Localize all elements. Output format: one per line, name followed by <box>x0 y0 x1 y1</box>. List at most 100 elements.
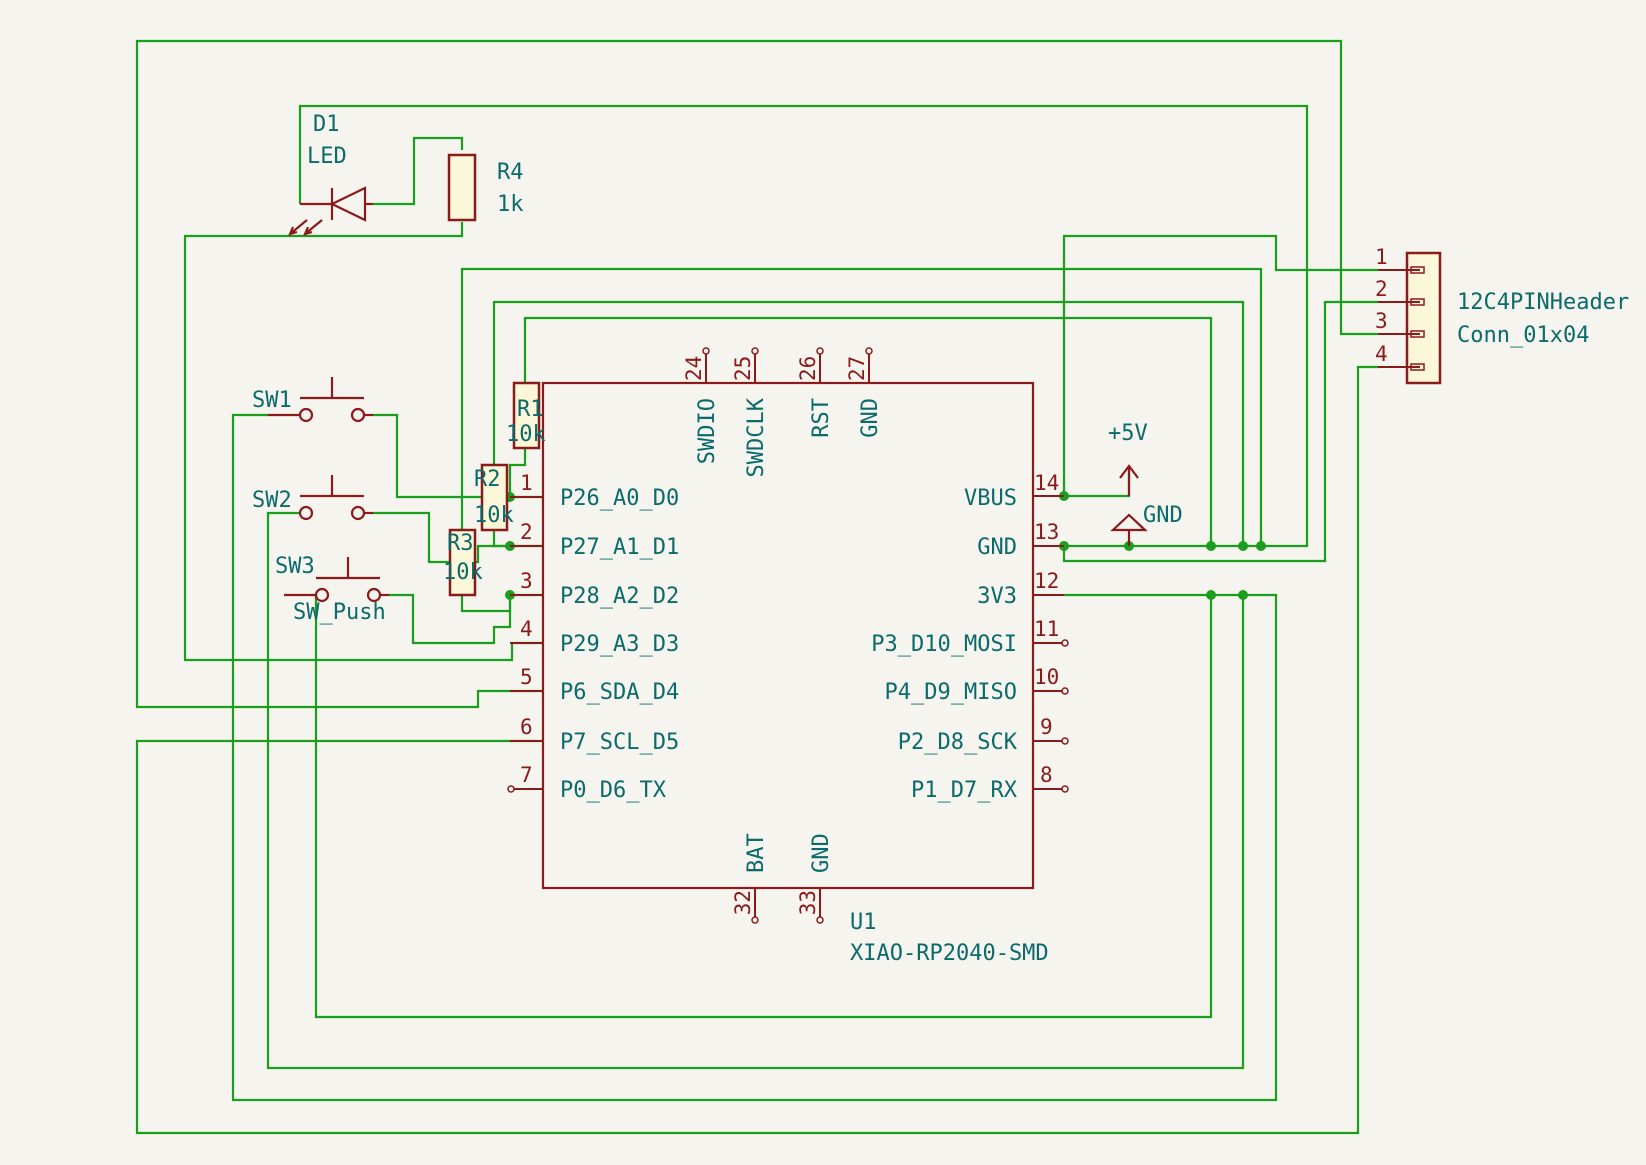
u1-pin-name: P3_D10_MOSI <box>871 632 1017 657</box>
power-arrow-icon <box>1119 464 1139 479</box>
junction-dot <box>1238 541 1248 551</box>
power-5v-label: +5V <box>1108 421 1148 446</box>
wire-3v3-sw3[interactable] <box>314 595 1213 1019</box>
r3-value: 10k <box>443 560 483 585</box>
wire-r3-3v3[interactable] <box>460 267 1263 546</box>
u1-pin-num: 3 <box>520 569 533 593</box>
wire-5v[interactable] <box>1064 468 1131 498</box>
u1-right-pins: 14 13 12 11 10 9 8 VBUS GND 3V3 P3_D10_M… <box>871 471 1069 803</box>
header-body[interactable] <box>1405 251 1442 385</box>
wire-r2-3v3[interactable] <box>492 300 1245 546</box>
sw2-pushbutton[interactable]: SW2 <box>252 475 373 521</box>
u1-pin-name: GND <box>809 833 834 873</box>
sw3-pushbutton[interactable]: SW3 SW_Push <box>275 554 389 625</box>
u1-pin-num: 33 <box>796 890 820 915</box>
wire-gnd-hdr2[interactable] <box>1062 300 1378 563</box>
wire-r1-p26[interactable] <box>508 449 527 497</box>
u1-pin-name: P4_D9_MISO <box>885 680 1017 705</box>
u1-pin-name: BAT <box>744 833 769 873</box>
r1-resistor[interactable]: R1 10k <box>506 381 546 450</box>
u1-pin-num: 5 <box>520 665 533 689</box>
u1-pin-num: 1 <box>520 471 533 495</box>
power-gnd[interactable]: GND <box>1110 503 1183 546</box>
r1-body[interactable] <box>512 381 541 450</box>
u1-pin-name: GND <box>977 535 1017 560</box>
u1-pin-name: P28_A2_D2 <box>560 584 679 609</box>
header-pin-num: 4 <box>1375 342 1388 366</box>
u1-pin-num: 26 <box>796 356 820 381</box>
wire-scl[interactable] <box>135 365 1378 1135</box>
wire-r4-p29[interactable] <box>183 222 543 662</box>
u1-bottom-pins: 32 33 BAT GND <box>731 833 834 924</box>
wire-3v3-sw2[interactable] <box>266 511 1245 1070</box>
junction-dot <box>1256 541 1266 551</box>
sw2-reference: SW2 <box>252 488 292 513</box>
u1-pin-num: 7 <box>520 763 533 787</box>
wire-r4-led[interactable] <box>373 136 464 206</box>
r4-reference: R4 <box>497 160 524 185</box>
u1-pin-num: 4 <box>520 617 533 641</box>
u1-pin-name: P1_D7_RX <box>911 778 1018 803</box>
r2-reference: R2 <box>474 467 501 492</box>
u1-pin-num: 9 <box>1040 715 1053 739</box>
wire-sda[interactable] <box>135 39 1378 709</box>
u1-pin-name: P27_A1_D1 <box>560 535 679 560</box>
d1-led[interactable]: D1 LED <box>288 112 373 236</box>
d1-value: LED <box>307 144 347 169</box>
wire-r3-p28[interactable] <box>460 595 512 613</box>
u1-pin-num: 24 <box>682 356 706 381</box>
r4-value: 1k <box>497 192 524 217</box>
header-pin-num: 1 <box>1375 245 1388 269</box>
u1-pin-num: 13 <box>1034 520 1059 544</box>
wire-r2-p27[interactable] <box>492 530 510 548</box>
wire-r1-3v3[interactable] <box>523 316 1213 546</box>
u1-pin-num: 14 <box>1034 471 1059 495</box>
u1-value: XIAO-RP2040-SMD <box>850 941 1049 966</box>
header-value: Conn_01x04 <box>1457 323 1589 348</box>
power-gnd-label: GND <box>1143 503 1183 528</box>
power-5v[interactable]: +5V <box>1108 421 1148 496</box>
u1-reference: U1 <box>850 910 877 935</box>
r2-body[interactable] <box>480 463 509 532</box>
r1-reference: R1 <box>517 397 544 422</box>
r2-resistor[interactable]: R2 10k <box>474 463 514 532</box>
i2c-4pin-header[interactable]: 1 2 3 4 12C4PINHeader Conn_01x04 <box>1375 245 1629 385</box>
wire-vbus-hdr1[interactable] <box>1062 234 1378 496</box>
u1-pin-name: P26_A0_D0 <box>560 486 679 511</box>
u1-pin-name: P7_SCL_D5 <box>560 730 679 755</box>
header-pin-num: 3 <box>1375 309 1388 333</box>
r1-value: 10k <box>506 422 546 447</box>
wire-3v3-bus[interactable] <box>231 413 1278 1102</box>
u1-xiao-rp2040[interactable]: 1 2 3 4 5 6 7 P26_A0_D0 P27_A1_D1 P28_A2… <box>507 347 1069 966</box>
r4-resistor[interactable]: R4 1k <box>447 153 524 222</box>
u1-pin-num: 27 <box>845 356 869 381</box>
header-reference: 12C4PINHeader <box>1457 290 1629 315</box>
sw1-pushbutton[interactable]: SW1 <box>252 377 373 423</box>
u1-pin-num: 11 <box>1034 617 1059 641</box>
junction-dot <box>1206 541 1216 551</box>
wire-sw1-p26[interactable] <box>373 413 543 499</box>
junction-dot <box>1206 590 1216 600</box>
u1-pin-name: P0_D6_TX <box>560 778 667 803</box>
ground-symbol-icon <box>1110 513 1148 532</box>
u1-pin-name: 3V3 <box>977 584 1017 609</box>
u1-pin-name: P2_D8_SCK <box>898 730 1018 755</box>
u1-body[interactable] <box>541 381 1035 890</box>
u1-pin-num: 8 <box>1040 763 1053 787</box>
u1-pin-name: P6_SDA_D4 <box>560 680 679 705</box>
u1-pin-name: GND <box>858 398 883 438</box>
r2-value: 10k <box>474 503 514 528</box>
u1-pin-num: 25 <box>731 356 755 381</box>
wire-led-gnd[interactable] <box>298 104 1309 548</box>
header-pin-num: 2 <box>1375 277 1388 301</box>
sw3-reference: SW3 <box>275 554 315 579</box>
sw3-value: SW_Push <box>293 600 386 625</box>
u1-pin-name: VBUS <box>964 486 1017 511</box>
r4-body[interactable] <box>447 153 477 222</box>
u1-left-pins: 1 2 3 4 5 6 7 P26_A0_D0 P27_A1_D1 P28_A2… <box>507 471 679 803</box>
r3-body[interactable] <box>448 528 477 597</box>
led-emission-arrows-icon <box>288 219 323 236</box>
u1-top-pins: 24 25 26 27 SWDIO SWDCLK RST GND <box>682 347 883 477</box>
r3-resistor[interactable]: R3 10k <box>443 528 483 597</box>
